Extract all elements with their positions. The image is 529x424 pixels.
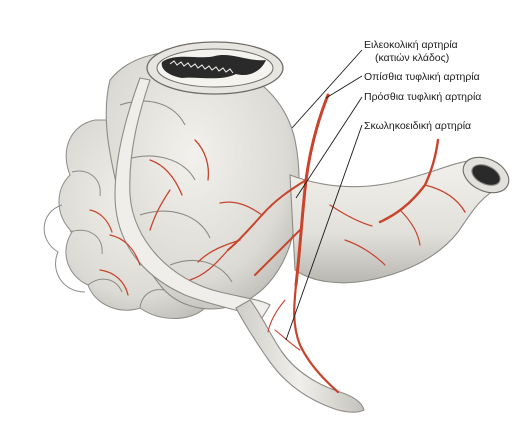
- label-posterior-cecal-artery: Οπίσθια τυφλική αρτηρία: [364, 71, 480, 83]
- leader-appendicular: [285, 124, 363, 341]
- label-ileocolic-artery: Ειλεοκολική αρτηρία: [364, 39, 458, 51]
- leader-posterior-cecal: [325, 75, 363, 99]
- label-anterior-cecal-artery: Πρόσθια τυφλική αρτηρία: [364, 91, 481, 103]
- label-appendicular-artery: Σκωληκοειδική αρτηρία: [364, 120, 471, 132]
- leader-lines: [285, 49, 363, 341]
- label-ileocolic-branch: (κατιών κλάδος): [375, 52, 449, 64]
- label-ileocolic-line1: Ειλεοκολική αρτηρία: [364, 39, 458, 51]
- label-appendicular-text: Σκωληκοειδική αρτηρία: [364, 120, 472, 132]
- arteries: [89, 93, 466, 394]
- leader-ileocolic: [291, 49, 363, 129]
- terminal-ileum: [289, 156, 510, 284]
- label-anterior-cecal-text: Πρόσθια τυφλική αρτηρία: [364, 91, 482, 103]
- vermiform-appendix: [235, 299, 365, 413]
- colon-cut-end: [146, 41, 284, 95]
- label-posterior-cecal-text: Οπίσθια τυφλική αρτηρία: [364, 71, 480, 83]
- label-ileocolic-line2: (κατιών κλάδος): [375, 52, 450, 64]
- leader-anterior-cecal: [295, 96, 363, 199]
